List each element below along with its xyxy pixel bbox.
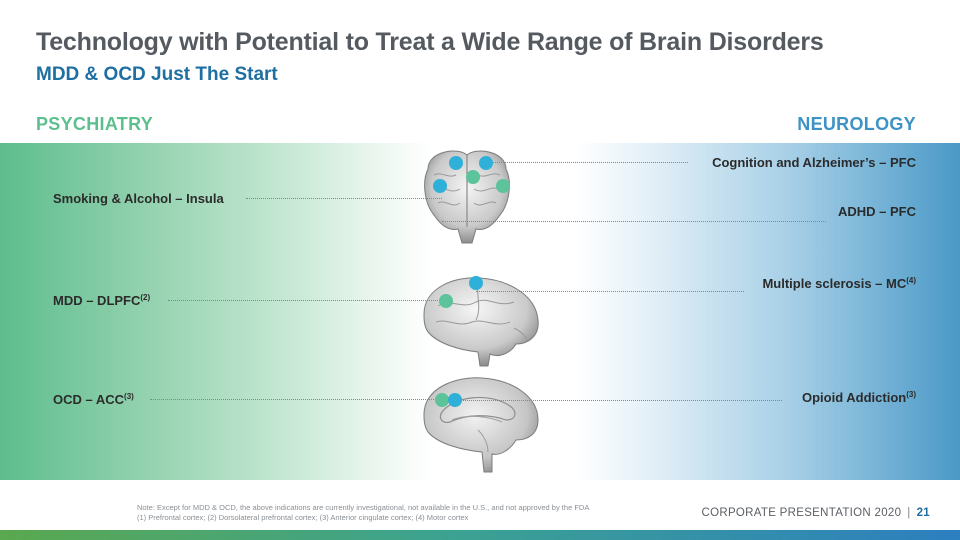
target-dot-pfc-left (449, 156, 463, 170)
label-ocd: OCD – ACC(3) (53, 392, 134, 407)
section-neurology: NEUROLOGY (797, 114, 916, 134)
target-dot-mc (469, 276, 483, 290)
target-dot-pfc-right (479, 156, 493, 170)
footer-separator: | (907, 507, 911, 519)
page-number: 21 (916, 507, 930, 519)
section-psychiatry: PSYCHIATRY (36, 114, 154, 134)
connector-dlpfc (168, 300, 446, 301)
target-dot-acc-green (435, 393, 449, 407)
label-multiple-sclerosis: Multiple sclerosis – MC(4) (762, 276, 916, 291)
page-subtitle: MDD & OCD Just The Start (36, 64, 278, 85)
target-dot-acc-blue (448, 393, 462, 407)
connector-acc (150, 399, 442, 400)
connector-insula (246, 198, 442, 199)
footnote-line-2: (1) Prefrontal cortex; (2) Dorsolateral … (137, 513, 469, 522)
target-dot-dlpfc (439, 294, 453, 308)
corporate-footer: CORPORATE PRESENTATION 2020 | 21 (701, 507, 930, 519)
target-dot-insula-right (496, 179, 510, 193)
connector-mc (476, 291, 744, 292)
brain-frontal-icon (424, 150, 510, 244)
bottom-stripe (0, 530, 960, 540)
brain-sagittal-icon (423, 377, 539, 473)
connector-pfc-adhd (442, 221, 826, 222)
connector-pfc-cognition (486, 162, 688, 163)
label-cognition-alzheimers: Cognition and Alzheimer’s – PFC (712, 155, 916, 170)
label-smoking-alcohol: Smoking & Alcohol – Insula (53, 191, 224, 206)
label-opioid-addiction: Opioid Addiction(3) (801, 390, 916, 405)
connector-opioid (456, 400, 782, 401)
label-mdd: MDD – DLPFC(2) (53, 293, 151, 308)
footnote: Note: Except for MDD & OCD, the above in… (137, 503, 589, 523)
target-dot-center (466, 170, 480, 184)
footnote-line-1: Note: Except for MDD & OCD, the above in… (137, 503, 590, 512)
page-title: Technology with Potential to Treat a Wid… (36, 28, 824, 56)
label-adhd: ADHD – PFC (837, 204, 916, 219)
target-dot-insula-left (433, 179, 447, 193)
corporate-label: CORPORATE PRESENTATION 2020 (701, 507, 902, 519)
